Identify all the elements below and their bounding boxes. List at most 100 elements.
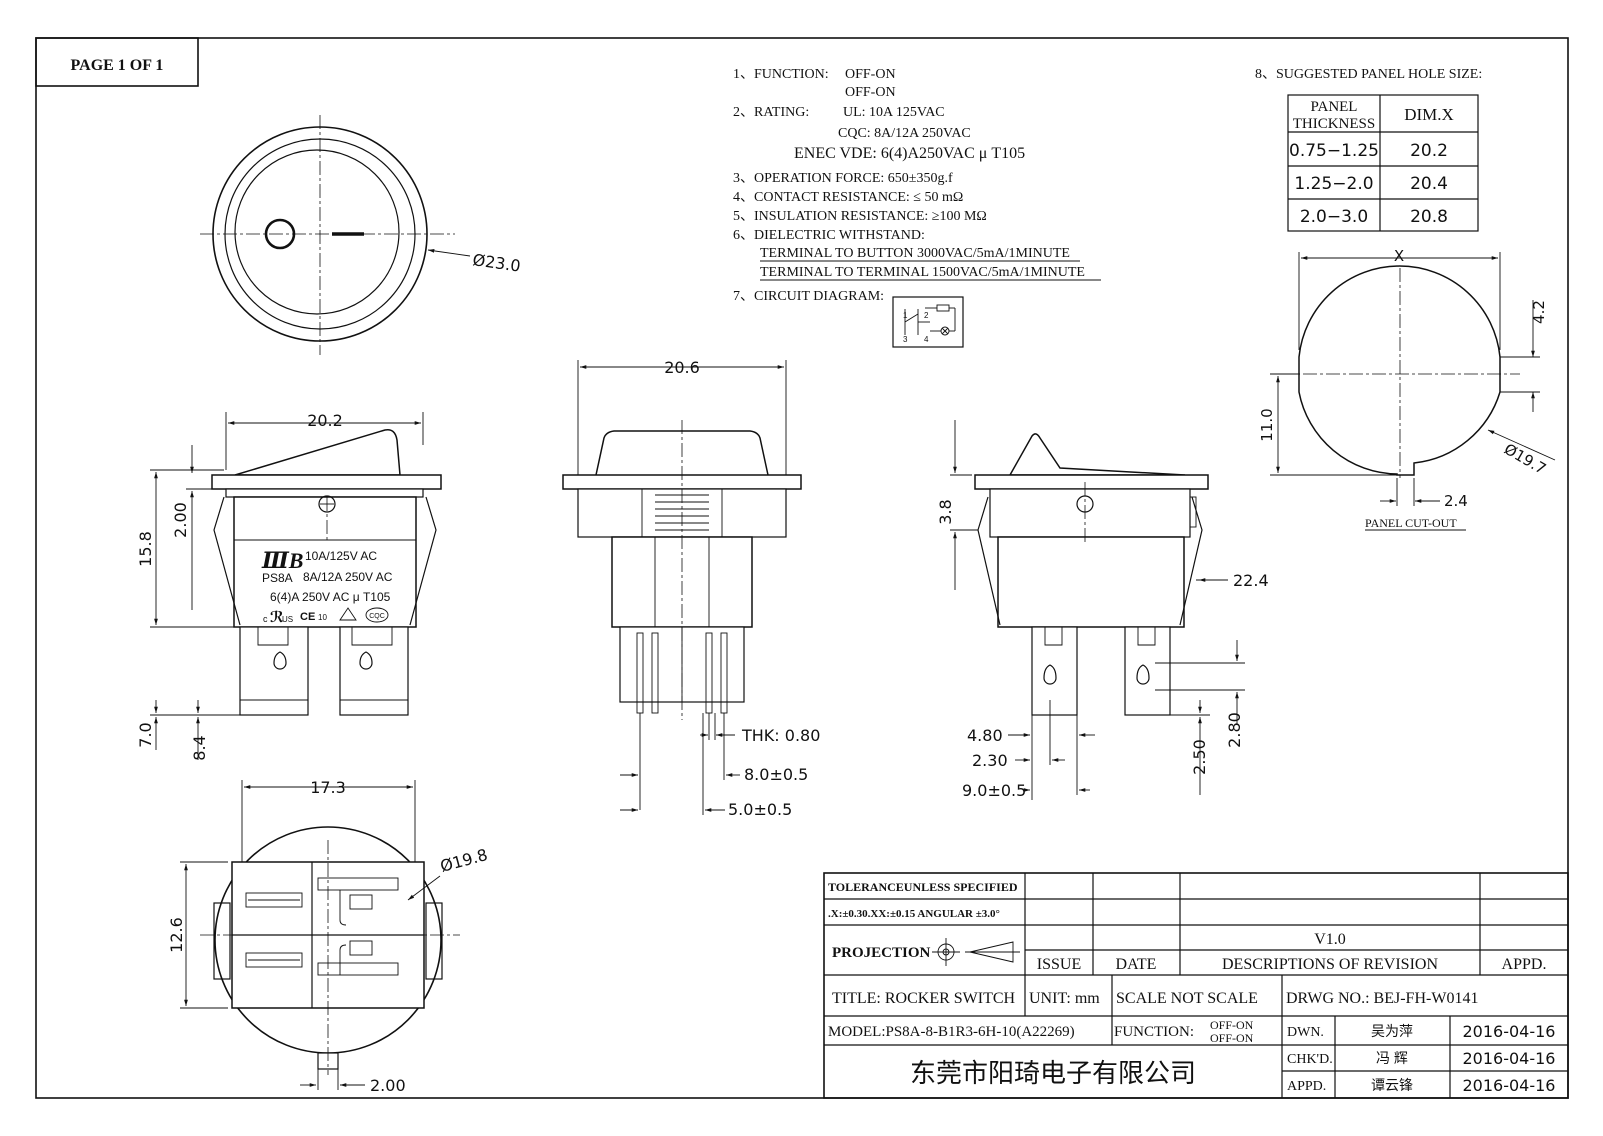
checked-by-name: 冯 辉 — [1376, 1050, 1408, 1066]
front-view-h1: 2.00 — [171, 502, 190, 538]
spec-function-value-1: OFF-ON — [845, 67, 896, 82]
spec-dielectric-line-2: TERMINAL TO TERMINAL 1500VAC/5mA/1MINUTE — [760, 265, 1085, 280]
drawing-title: TITLE: ROCKER SWITCH — [832, 990, 1016, 1007]
scale-label: SCALE NOT SCALE — [1116, 990, 1258, 1007]
right-view-h5: 2.80 — [1225, 712, 1244, 748]
triangle-mark-icon — [339, 607, 357, 621]
appd-header: APPD. — [1502, 956, 1547, 973]
approved-label: APPD. — [1287, 1079, 1326, 1094]
bottom-view-tab: 2.00 — [370, 1076, 406, 1095]
circuit-diagram: 1 2 3 4 — [892, 296, 964, 348]
front-view: 20.2 ⅢB 10A/125V AC PS8A 8A/12A 250V AC … — [136, 411, 442, 761]
circuit-pin-3: 3 — [903, 335, 908, 344]
panel-table-row-1-thickness: 0.75−1.25 — [1289, 141, 1379, 161]
top-view: Ø23.0 — [200, 115, 522, 355]
panel-table-row-1-dim: 20.2 — [1410, 141, 1448, 161]
projection-label: PROJECTION — [832, 945, 931, 961]
revision-version: V1.0 — [1314, 931, 1346, 948]
spec-dielectric-label: 6、DIELECTRIC WITHSTAND: — [733, 228, 925, 243]
company-name: 东莞市阳琦电子有限公司 — [910, 1058, 1196, 1088]
projection-symbol-icon — [932, 938, 1020, 966]
drawn-by-name: 吴为萍 — [1371, 1023, 1413, 1039]
spec-rating-enec: ENEC VDE: 6(4)A250VAC μ T105 — [794, 145, 1025, 162]
panel-table-row-2-dim: 20.4 — [1410, 174, 1448, 194]
right-view-w2: 2.30 — [972, 751, 1008, 770]
top-view-diameter: Ø23.0 — [471, 250, 521, 276]
panel-table-row-3-dim: 20.8 — [1410, 207, 1448, 227]
front-view-h3: 8.4 — [190, 735, 209, 760]
page-label-box: PAGE 1 OF 1 — [35, 37, 199, 87]
model-number: MODEL:PS8A-8-B1R3-6H-10(A22269) — [828, 1024, 1075, 1040]
title-block: TOLERANCEUNLESS SPECIFIED .X:±0.30.XX:±0… — [823, 872, 1569, 1099]
cutout-dim-4-2: 4.2 — [1530, 300, 1548, 324]
tolerance-values: .X:±0.30.XX:±0.15 ANGULAR ±3.0° — [828, 908, 1000, 920]
spec-rating-cqc: CQC: 8A/12A 250VAC — [838, 126, 971, 141]
spec-contact-resistance: 4、CONTACT RESISTANCE: ≤ 50 mΩ — [733, 190, 963, 205]
panel-hole-title: 8、SUGGESTED PANEL HOLE SIZE: — [1255, 67, 1482, 82]
spec-insulation-resistance: 5、INSULATION RESISTANCE: ≥100 MΩ — [733, 209, 987, 224]
spec-list: 1、FUNCTION: OFF-ON OFF-ON 2、RATING: UL: … — [733, 67, 1101, 304]
front-view-width: 20.2 — [307, 411, 343, 430]
drawing-number: DRWG NO.: BEJ-FH-W0141 — [1286, 990, 1478, 1007]
bottom-view-width: 17.3 — [310, 778, 346, 797]
label-rating-1: 10A/125V AC — [305, 549, 377, 563]
circuit-pin-2: 2 — [924, 311, 929, 320]
right-view-w3: 9.0±0.5 — [962, 781, 1026, 800]
spec-rating-label: 2、RATING: — [733, 105, 809, 120]
cutout-dim-diameter: Ø19.7 — [1501, 440, 1549, 478]
tolerance-title: TOLERANCEUNLESS SPECIFIED — [828, 880, 1018, 894]
page-label: PAGE 1 OF 1 — [71, 57, 164, 74]
panel-table-row-2-thickness: 1.25−2.0 — [1294, 174, 1373, 194]
checked-label: CHK'D. — [1287, 1052, 1333, 1067]
cert-10-mark: 10 — [318, 613, 327, 622]
descriptions-header: DESCRIPTIONS OF REVISION — [1222, 956, 1438, 973]
panel-hole-section: 8、SUGGESTED PANEL HOLE SIZE: PANEL THICK… — [1255, 67, 1482, 232]
approved-date: 2016-04-16 — [1463, 1076, 1556, 1095]
bottom-view-diameter: Ø19.8 — [438, 845, 489, 876]
panel-table-header-thickness-2: THICKNESS — [1293, 116, 1376, 132]
right-view: 3.8 22.4 4.80 2.30 9.0±0.5 2.80 2.50 — [936, 420, 1269, 800]
side-view-width: 20.6 — [664, 358, 700, 377]
cutout-dim-x: X — [1394, 247, 1404, 265]
front-view-height: 15.8 — [136, 531, 155, 567]
right-view-h: 3.8 — [936, 499, 955, 524]
ul-mark-icon: ℛ — [270, 609, 284, 626]
spec-function-value-2: OFF-ON — [845, 85, 896, 100]
sheet-border — [35, 37, 1569, 1099]
bottom-view-height: 12.6 — [167, 917, 186, 953]
right-view-h4: 2.50 — [1190, 739, 1209, 775]
side-view-pitch-2: 5.0±0.5 — [728, 800, 792, 819]
brand-logo: ⅢB — [261, 548, 303, 573]
function-label: FUNCTION: — [1114, 1024, 1194, 1040]
certification-marks: c ℛ US CE 10 CQC — [263, 607, 389, 626]
spec-rating-ul: UL: 10A 125VAC — [843, 105, 945, 120]
panel-table-header-thickness-1: PANEL — [1311, 99, 1358, 115]
cert-ce-mark: CE — [300, 611, 315, 623]
cutout-caption: PANEL CUT-OUT — [1365, 516, 1457, 530]
spec-dielectric-line-1: TERMINAL TO BUTTON 3000VAC/5mA/1MINUTE — [760, 246, 1070, 261]
cutout-dim-2-4: 2.4 — [1444, 492, 1468, 510]
issue-header: ISSUE — [1037, 956, 1081, 973]
spec-operation-force: 3、OPERATION FORCE: 650±350g.f — [733, 171, 953, 186]
unit-label: UNIT: mm — [1029, 990, 1100, 1007]
label-rating-2: 8A/12A 250V AC — [303, 570, 393, 584]
spec-circuit-label: 7、CIRCUIT DIAGRAM: — [733, 289, 884, 304]
front-view-h2: 7.0 — [136, 722, 155, 747]
label-model: PS8A — [262, 571, 293, 585]
side-view-pitch-1: 8.0±0.5 — [744, 765, 808, 784]
function-value-1: OFF-ON — [1210, 1018, 1254, 1032]
cutout-dim-11-0: 11.0 — [1258, 408, 1276, 441]
label-rating-3: 6(4)A 250V AC μ T105 — [270, 590, 391, 604]
drawn-label: DWN. — [1287, 1025, 1324, 1040]
drawn-date: 2016-04-16 — [1463, 1022, 1556, 1041]
right-view-w1: 4.80 — [967, 726, 1003, 745]
panel-cutout-drawing: X 4.2 11.0 Ø19.7 2.4 PANEL CUT-OUT — [1258, 247, 1556, 531]
side-view: 20.6 THK: 0.80 — [562, 358, 820, 819]
right-view-overall: 22.4 — [1233, 571, 1269, 590]
cert-c-mark: c — [263, 614, 268, 624]
approved-by-name: 谭云锋 — [1371, 1077, 1413, 1093]
checked-date: 2016-04-16 — [1463, 1049, 1556, 1068]
panel-table-row-3-thickness: 2.0−3.0 — [1300, 207, 1368, 227]
function-value-2: OFF-ON — [1210, 1031, 1254, 1045]
